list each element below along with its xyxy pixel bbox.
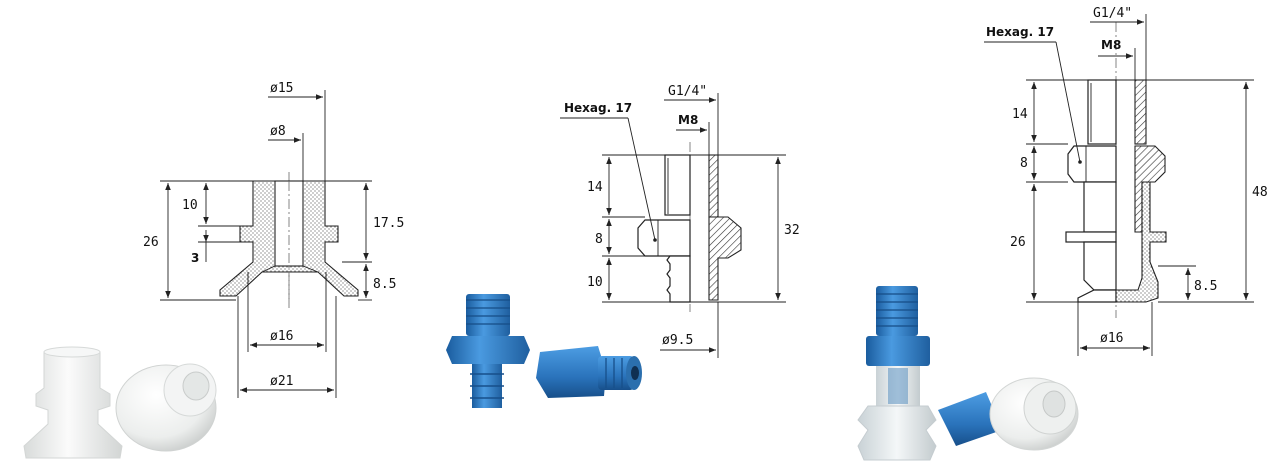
hex-section (1067, 145, 1117, 183)
dim-thread: G1/4" (1093, 6, 1132, 21)
cup-neck (1083, 241, 1117, 291)
leader (627, 117, 656, 241)
dim-h10: 10 (182, 198, 198, 213)
thread-section (1087, 79, 1117, 145)
dim-d16: ø16 (1100, 331, 1123, 346)
drawing-3-cup-with-fitting: Hexag. 17 G1/4" M8 14 8 26 48 8.5 ø16 (984, 6, 1268, 356)
barb-section (666, 255, 691, 303)
hex-section (637, 219, 691, 257)
dim-m8: M8 (678, 113, 698, 127)
dim-h17-5: 17.5 (373, 216, 404, 231)
leader (1055, 41, 1081, 163)
dim-h10: 10 (587, 275, 603, 290)
drawing-2-hose-fitting: Hexag. 17 G1/4" M8 14 8 10 32 ø9.5 (560, 84, 800, 358)
dim-d9-5: ø9.5 (662, 333, 693, 348)
blue-hose-fitting-photo (446, 294, 642, 408)
body-wall (708, 216, 742, 301)
dim-h26: 26 (1010, 235, 1026, 250)
dim-h8: 8 (595, 232, 603, 247)
leader-dot (1078, 160, 1082, 164)
thread-section (664, 154, 691, 216)
dim-d8: ø8 (270, 124, 286, 139)
dim-d21: ø21 (270, 374, 293, 389)
dim-h14: 14 (1012, 107, 1028, 122)
dim-h26: 26 (143, 235, 159, 250)
body-wall (1134, 145, 1166, 233)
dim-h8: 8 (1020, 156, 1028, 171)
dim-h48: 48 (1252, 185, 1268, 200)
thread-wall (1134, 79, 1147, 145)
section-edge (690, 154, 718, 303)
thread-wall (708, 154, 719, 218)
hexag-label: Hexag. 17 (986, 25, 1054, 39)
body-section (1083, 181, 1117, 233)
dim-d16: ø16 (270, 329, 293, 344)
flange-section (1065, 231, 1117, 243)
drawing-1-suction-cup: ø15 ø8 26 10 3 17.5 8.5 ø16 (143, 81, 404, 398)
suction-cup-with-fitting-photo (857, 286, 1079, 461)
hexag-label: Hexag. 17 (564, 101, 632, 115)
dim-m8: M8 (1101, 38, 1121, 52)
dim-thread: G1/4" (668, 84, 707, 99)
dim-h3: 3 (191, 251, 199, 265)
dim-d15: ø15 (270, 81, 293, 96)
dim-h14: 14 (587, 180, 603, 195)
dim-h32: 32 (784, 223, 800, 238)
leader-dot (653, 238, 657, 242)
cup-lip (1077, 289, 1117, 303)
silicone-suction-cup-photo (23, 346, 217, 459)
dim-h8-5: 8.5 (373, 277, 396, 292)
cup-material (1115, 181, 1167, 303)
dim-h8-5: 8.5 (1194, 279, 1217, 294)
